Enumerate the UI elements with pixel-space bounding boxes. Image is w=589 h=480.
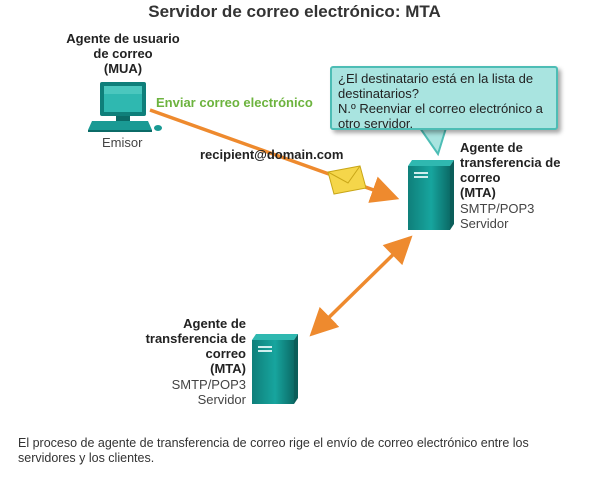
- mta-left-label-line: (MTA): [210, 361, 246, 376]
- caption: El proceso de agente de transferencia de…: [18, 436, 578, 466]
- mua-label-line: Agente de usuario: [66, 31, 180, 46]
- mta-left-protocol: SMTP/POP3: [171, 377, 246, 392]
- mta-left-label-line: transferencia de: [145, 331, 246, 346]
- mta-left-label-line: correo: [205, 346, 246, 361]
- callout-line: ¿El destinatario está en la lista de: [338, 71, 534, 86]
- envelope-icon: [327, 165, 367, 195]
- mta-right-label: Agente de transferencia de correo (MTA): [460, 140, 560, 200]
- mta-right-protocol: SMTP/POP3: [460, 201, 535, 216]
- callout-line: otro servidor.: [338, 116, 414, 131]
- callout-pointer: [418, 127, 448, 157]
- mta-left-label: Agente de transferencia de correo (MTA): [140, 316, 246, 376]
- caption-line: servidores y los clientes.: [18, 451, 155, 465]
- server-left-icon: [252, 334, 298, 404]
- mta-right-label-line: Agente de: [460, 140, 523, 155]
- mta-left-label-line: Agente de: [183, 316, 246, 331]
- mua-label: Agente de usuario de correo (MUA): [60, 31, 186, 76]
- computer-icon: [88, 82, 162, 132]
- server-right-icon: [408, 160, 454, 230]
- callout-line: destinatarios?: [338, 86, 419, 101]
- callout-line: N.º Reenviar el correo electrónico a: [338, 101, 543, 116]
- mta-right-label-line: transferencia de: [460, 155, 561, 170]
- mta-right-label-line: correo: [460, 170, 501, 185]
- caption-line: El proceso de agente de transferencia de…: [18, 436, 529, 450]
- mta-right-role: Servidor: [460, 216, 509, 231]
- callout-box: ¿El destinatario está en la lista de des…: [330, 66, 558, 131]
- mua-label-line: de correo: [93, 46, 153, 61]
- mta-left-role: Servidor: [197, 392, 246, 407]
- mua-label-line: (MUA): [103, 61, 143, 76]
- mta-right-label-line: (MTA): [460, 185, 496, 200]
- diagram-title: Servidor de correo electrónico: MTA: [148, 2, 441, 21]
- address-label: recipient@domain.com: [200, 147, 344, 162]
- send-label: Enviar correo electrónico: [156, 95, 313, 110]
- relay-arrow: [309, 235, 413, 337]
- mua-role: Emisor: [102, 135, 143, 150]
